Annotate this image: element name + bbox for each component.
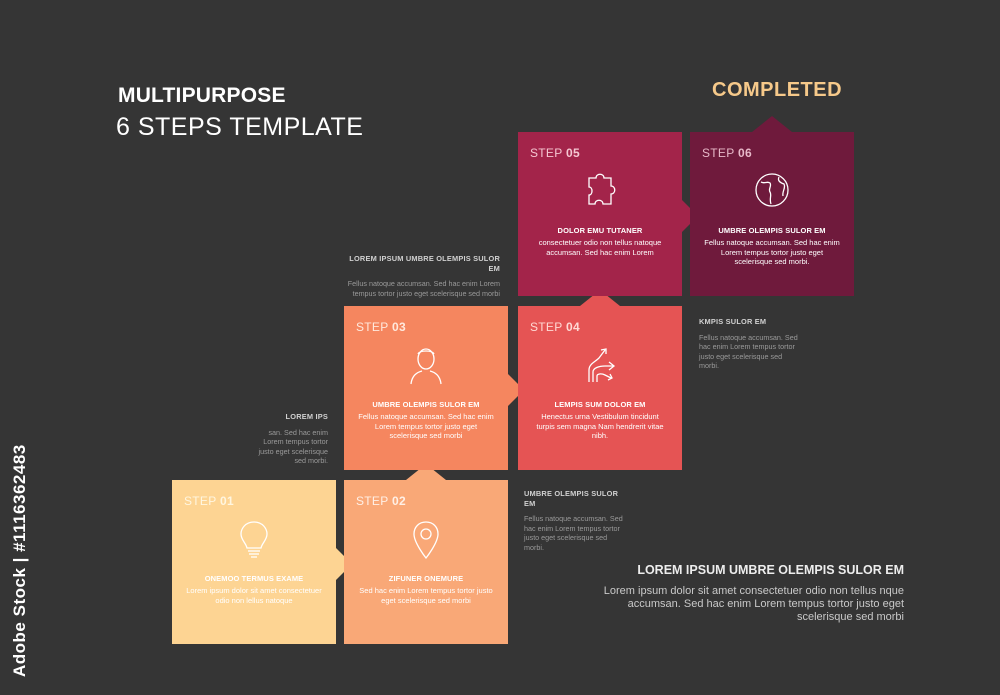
side-note-heading: LOREM IPSUM UMBRE OLEMPIS SULOR EM (349, 254, 500, 273)
step-description: Lorem ipsum dolor sit amet consectetuer … (186, 586, 322, 605)
step-label: STEP 02 (356, 494, 406, 508)
side-note-text: Fellus natoque accumsan. Sed hac enim Lo… (699, 332, 798, 371)
step-card-4: STEP 04 LEMPIS SUM DOLOR EM Henectus urn… (518, 306, 682, 470)
step-name: UMBRE OLEMPIS SULOR EM (718, 226, 826, 235)
map-pin-icon (344, 516, 508, 562)
side-note-text: Fellus natoque accumsan. Sed hac enim Lo… (524, 514, 623, 552)
side-note-step3: LOREM IPS san. Sed hac enim Lorem tempus… (256, 412, 328, 466)
globe-icon (690, 168, 854, 214)
title-line-2: 6 STEPS TEMPLATE (116, 113, 364, 141)
side-note-heading: UMBRE OLEMPIS SULOR EM (524, 489, 619, 508)
side-note-text: san. Sed hac enim Lorem tempus tortor ju… (258, 427, 328, 466)
side-note-step2: UMBRE OLEMPIS SULOR EM Fellus natoque ac… (524, 489, 624, 553)
step-label: STEP 03 (356, 320, 406, 334)
side-note-step5: LOREM IPSUM UMBRE OLEMPIS SULOR EM Fellu… (340, 254, 500, 298)
side-note-text: Fellus natoque accumsan. Sed hac enim Lo… (347, 279, 500, 298)
step-name: ZIFUNER ONEMURE (388, 574, 464, 583)
step-description: Henectus urna Vestibulum tincidunt turpi… (536, 412, 664, 440)
step-card-1: STEP 01 ONEMOO TERMUS EXAME Lorem ipsum … (172, 480, 336, 644)
completed-label: COMPLETED (712, 79, 843, 101)
bottom-text-block: LOREM IPSUM UMBRE OLEMPIS SULOR EM Lorem… (600, 563, 904, 624)
side-note-heading: LOREM IPS (285, 412, 328, 421)
step-name: LEMPIS SUM DOLOR EM (554, 400, 646, 409)
step-description: Fellus natoque accumsan. Sed hac enim Lo… (704, 238, 840, 266)
puzzle-icon (518, 168, 682, 214)
step-label: STEP 06 (702, 146, 752, 160)
step-name: UMBRE OLEMPIS SULOR EM (372, 400, 480, 409)
person-icon (344, 342, 508, 388)
step-name: DOLOR EMU TUTANER (557, 226, 643, 235)
step-card-5: STEP 05 DOLOR EMU TUTANER consectetuer o… (518, 132, 682, 296)
split-arrows-icon (518, 342, 682, 388)
step-card-3: STEP 03 UMBRE OLEMPIS SULOR EM Fellus na… (344, 306, 508, 470)
step-name: ONEMOO TERMUS EXAME (204, 574, 304, 583)
stock-watermark-id: Adobe Stock | #1116362483 (10, 444, 29, 677)
step-description: Fellus natoque accumsan. Sed hac enim Lo… (358, 412, 494, 440)
step-description: Sed hac enim Lorem tempus tortor justo e… (359, 586, 493, 605)
bottom-heading: LOREM IPSUM UMBRE OLEMPIS SULOR EM (637, 563, 904, 577)
arrow-up-icon (752, 116, 792, 132)
step-label: STEP 04 (530, 320, 580, 334)
title-line-1: MULTIPURPOSE (118, 84, 286, 107)
step-label: STEP 05 (530, 146, 580, 160)
side-note-heading: KMPIS SULOR EM (699, 317, 767, 326)
bottom-text: Lorem ipsum dolor sit amet consectetuer … (603, 585, 904, 623)
step-label: STEP 01 (184, 494, 234, 508)
lightbulb-icon (172, 516, 336, 562)
step-card-2: STEP 02 ZIFUNER ONEMURE Sed hac enim Lor… (344, 480, 508, 644)
step-card-6: STEP 06 UMBRE OLEMPIS SULOR EM Fellus na… (690, 132, 854, 296)
step-description: consectetuer odio non tellus natoque acc… (538, 238, 662, 257)
side-note-step4: KMPIS SULOR EM Fellus natoque accumsan. … (699, 317, 799, 371)
